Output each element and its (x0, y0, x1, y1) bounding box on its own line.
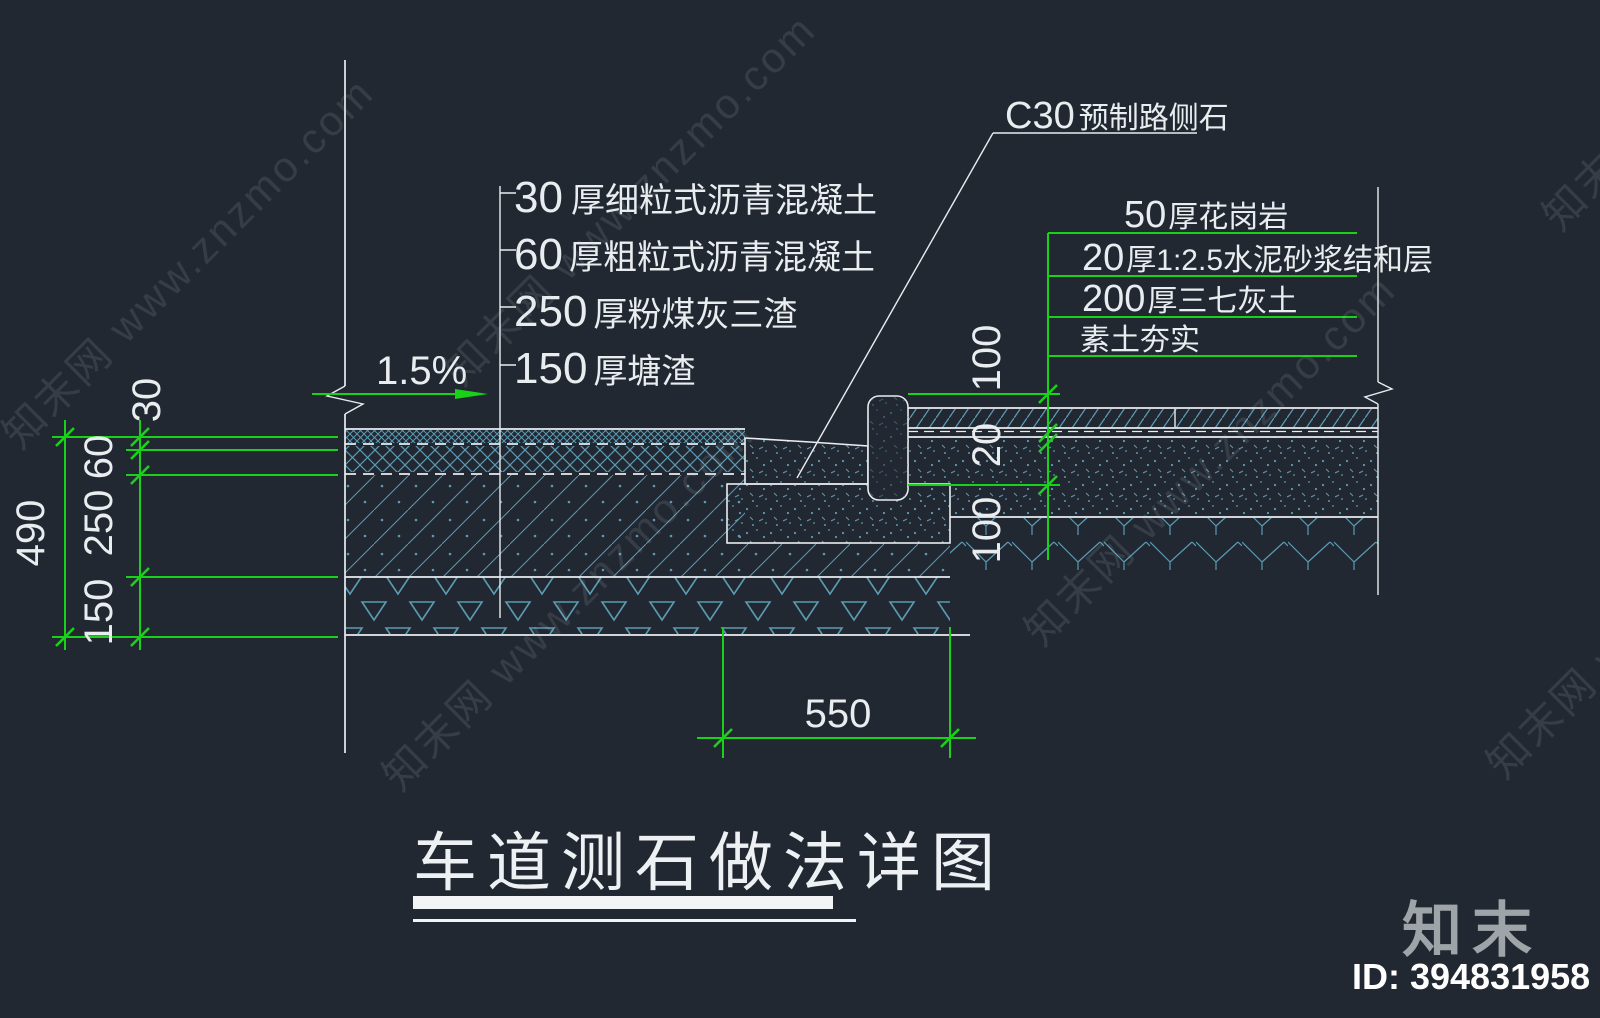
left-extension-lines (52, 436, 338, 638)
title-underline-thick (413, 896, 833, 909)
dimension-linework (52, 232, 1357, 758)
layer-compacted-soil (950, 518, 1378, 570)
slope-arrowhead (455, 389, 488, 399)
layer-granite (908, 409, 1378, 428)
dim-100-bottom: 100 (965, 497, 1009, 564)
layer-flyash-under-curb (745, 543, 950, 577)
layer-coarse-asphalt (345, 446, 745, 472)
dim-60: 60 (77, 435, 121, 480)
layer-pond-slag (345, 577, 950, 634)
znzmo-logo: 知末 (1402, 897, 1542, 964)
dim-100-top: 100 (965, 325, 1009, 392)
asset-id: ID: 394831958 (1352, 956, 1591, 997)
dim-250: 250 (77, 490, 121, 557)
callout-granite: 50厚花岗岩 (1124, 194, 1288, 236)
outline-linework (325, 60, 1394, 753)
layer-flyash-slag (345, 475, 745, 577)
break-symbol-left (325, 385, 365, 415)
dim-30: 30 (125, 378, 169, 423)
layer-lime-soil (908, 437, 1378, 517)
dim-20: 20 (965, 423, 1009, 468)
layer-fine-asphalt (345, 430, 745, 443)
sidewalk-layers (908, 409, 1378, 570)
left-callout-ticks (500, 192, 516, 366)
dim-550: 550 (805, 692, 872, 736)
callout-mortar: 20厚1:2.5水泥砂浆结和层 (1082, 237, 1433, 279)
slope-label: 1.5% (376, 349, 467, 393)
break-symbol-right (1363, 381, 1394, 405)
curb-stone-texture (868, 396, 908, 500)
dim-150: 150 (77, 579, 121, 646)
dim-490: 490 (9, 500, 53, 567)
drawing-title: 车道测石做法详图 (413, 827, 1005, 899)
curb-callout-leader (796, 132, 994, 479)
title-underline-thin (413, 919, 856, 922)
right-callout-underlines (1048, 232, 1357, 357)
callout-compacted-soil: 素土夯实 (1080, 324, 1200, 357)
road-layers (345, 430, 950, 634)
concrete-backing-block (726, 483, 951, 544)
right-extension-lines (908, 393, 1060, 486)
callout-lime-soil: 200厚三七灰土 (1082, 278, 1297, 320)
dimension-ticks (55, 384, 1058, 748)
